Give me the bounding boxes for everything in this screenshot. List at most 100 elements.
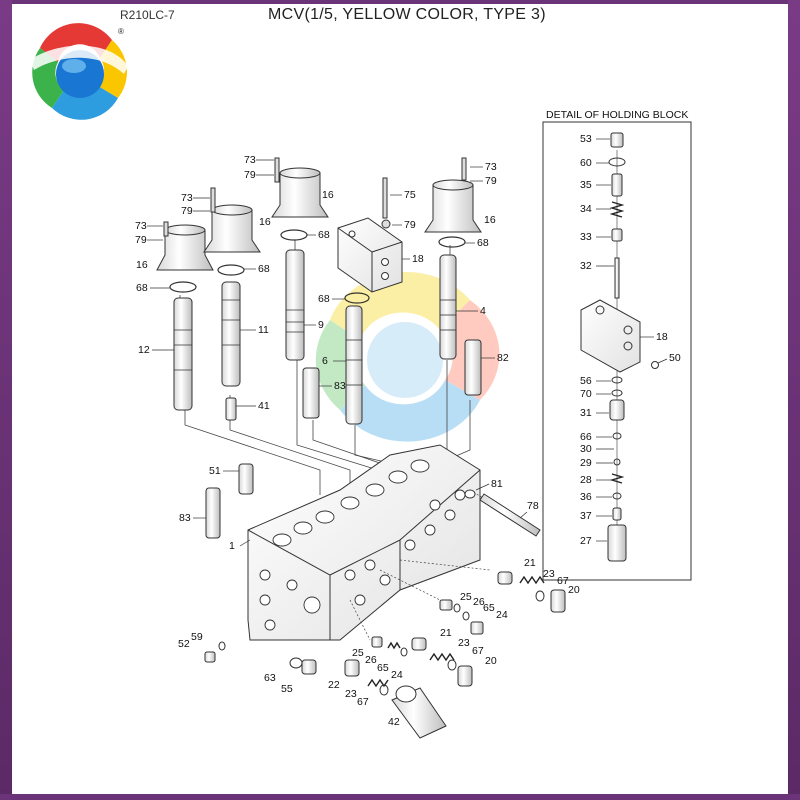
callout-65: 65 (483, 602, 495, 614)
callout-63: 63 (264, 672, 276, 684)
callout-73: 73 (181, 192, 193, 204)
callout-9: 9 (318, 319, 324, 331)
callout-6: 6 (322, 355, 328, 367)
callout-78: 78 (527, 500, 539, 512)
detail-callout-labels: 53 60 35 34 33 32 18 50 56 70 31 66 30 2… (580, 133, 681, 547)
callout-59: 59 (191, 631, 203, 643)
callout-28: 28 (580, 474, 592, 486)
callout-68: 68 (318, 293, 330, 305)
callout-24: 24 (496, 609, 508, 621)
lower-plug-group (204, 571, 566, 687)
frame-left (0, 0, 12, 800)
callout-31: 31 (580, 407, 592, 419)
spool-group (173, 249, 457, 425)
callout-23: 23 (543, 568, 555, 580)
callout-32: 32 (580, 260, 592, 272)
callout-68: 68 (136, 282, 148, 294)
callout-60: 60 (580, 157, 592, 169)
callout-81: 81 (491, 478, 503, 490)
callout-35: 35 (580, 179, 592, 191)
callout-75: 75 (404, 189, 416, 201)
frame-right (788, 0, 800, 800)
callout-1: 1 (229, 540, 235, 552)
page-title: MCV(1/5, YELLOW COLOR, TYPE 3) (268, 6, 546, 23)
callout-18: 18 (656, 331, 668, 343)
callout-16: 16 (136, 259, 148, 271)
callout-79: 79 (485, 175, 497, 187)
callout-26: 26 (473, 596, 485, 608)
callout-56: 56 (580, 375, 592, 387)
registered-mark: ® (118, 27, 124, 36)
callout-12: 12 (138, 344, 150, 356)
callout-26: 26 (365, 654, 377, 666)
callout-79: 79 (135, 234, 147, 246)
label-ticks (147, 138, 668, 547)
callout-66: 66 (580, 431, 592, 443)
cap-16-group (156, 167, 482, 271)
callout-25: 25 (460, 591, 472, 603)
callout-16: 16 (259, 216, 271, 228)
callout-73: 73 (485, 161, 497, 173)
callout-68: 68 (318, 229, 330, 241)
callout-18: 18 (412, 253, 424, 265)
callout-50: 50 (669, 352, 681, 364)
o-ring-group (169, 229, 466, 304)
callout-23: 23 (345, 688, 357, 700)
body-ports (259, 459, 466, 631)
callout-82: 82 (497, 352, 509, 364)
bolt-group (163, 157, 467, 237)
callout-22: 22 (328, 679, 340, 691)
callout-53: 53 (580, 133, 592, 145)
callout-79: 79 (404, 219, 416, 231)
callout-79: 79 (244, 169, 256, 181)
callout-16: 16 (484, 214, 496, 226)
callout-29: 29 (580, 457, 592, 469)
callout-51: 51 (209, 465, 221, 477)
detail-panel: DETAIL OF HOLDING BLOCK (542, 109, 692, 581)
callout-65: 65 (377, 662, 389, 674)
callout-24: 24 (391, 669, 403, 681)
callout-52: 52 (178, 638, 190, 650)
callout-83: 83 (179, 512, 191, 524)
callout-16: 16 (322, 189, 334, 201)
callout-73: 73 (244, 154, 256, 166)
detail-title: DETAIL OF HOLDING BLOCK (546, 109, 688, 121)
callout-21: 21 (440, 627, 452, 639)
main-valve-body (247, 444, 481, 641)
callout-20: 20 (568, 584, 580, 596)
callout-33: 33 (580, 231, 592, 243)
callout-21: 21 (524, 557, 536, 569)
callout-36: 36 (580, 491, 592, 503)
callout-labels: 73 79 16 73 79 16 73 79 16 73 79 16 75 7… (135, 154, 580, 728)
relief-valve-group (205, 339, 482, 539)
callout-11: 11 (258, 324, 269, 336)
model-code: R210LC-7 (120, 8, 175, 22)
callout-34: 34 (580, 203, 592, 215)
callout-67: 67 (357, 696, 369, 708)
callout-25: 25 (352, 647, 364, 659)
callout-37: 37 (580, 510, 592, 522)
frame-bottom (0, 794, 800, 800)
callout-42: 42 (388, 716, 400, 728)
callout-79: 79 (181, 205, 193, 217)
plug-42 (391, 685, 447, 739)
callout-83: 83 (334, 380, 346, 392)
bolt-78 (464, 489, 541, 537)
callout-73: 73 (135, 220, 147, 232)
callout-67: 67 (557, 575, 569, 587)
spool-grooves (174, 299, 456, 386)
callout-70: 70 (580, 388, 592, 400)
holding-block-upper (337, 217, 403, 293)
callout-68: 68 (258, 263, 270, 275)
callout-30: 30 (580, 443, 592, 455)
callout-67: 67 (472, 645, 484, 657)
callout-55: 55 (281, 683, 293, 695)
globe-logo-icon: ® (30, 23, 128, 120)
body-leaders (349, 489, 536, 641)
callout-23: 23 (458, 637, 470, 649)
callout-20: 20 (485, 655, 497, 667)
small-ring-group (218, 590, 545, 696)
frame-top (0, 0, 800, 4)
callout-68: 68 (477, 237, 489, 249)
